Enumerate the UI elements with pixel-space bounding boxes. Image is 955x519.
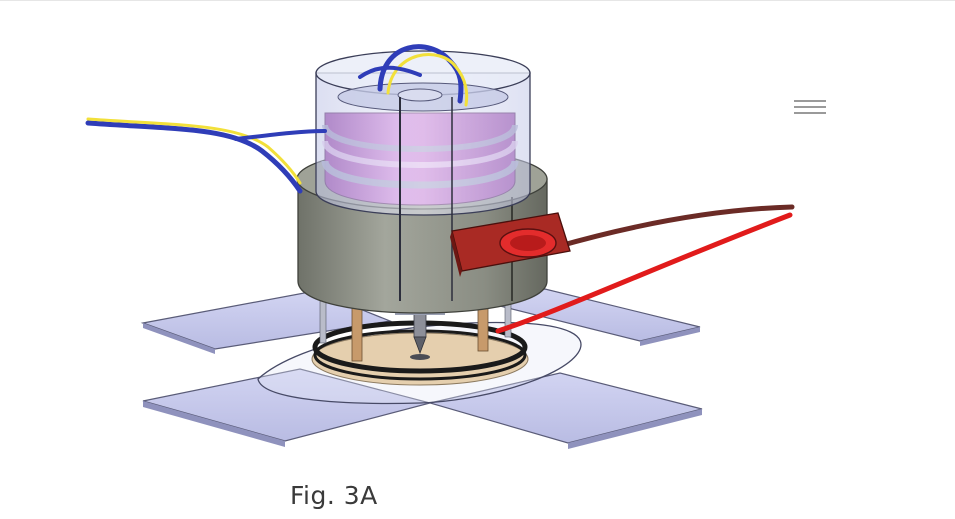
red-wire-lower (495, 212, 793, 334)
base-plates (140, 288, 703, 449)
figure-caption: Fig. 3A (290, 481, 378, 510)
hamburger-menu-icon[interactable] (792, 97, 828, 115)
brown-wire-upper (553, 204, 795, 250)
top-loop-wires (358, 44, 469, 107)
left-lead-wires (85, 117, 327, 194)
side-connector (450, 212, 571, 277)
